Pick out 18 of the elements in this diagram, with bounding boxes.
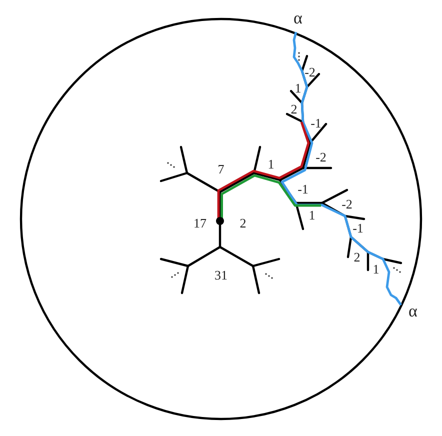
- number-label: 2: [290, 102, 298, 116]
- number-label: 17: [194, 216, 206, 230]
- number-label: -2: [316, 150, 326, 164]
- number-label: -1: [310, 116, 322, 130]
- endpoint-label: α: [408, 302, 418, 320]
- number-label: 2: [354, 250, 360, 264]
- number-label: 1: [294, 82, 302, 94]
- number-label: 7: [218, 162, 224, 176]
- number-label: -2: [342, 198, 352, 210]
- number-label: 1: [308, 208, 316, 222]
- number-label: -1: [352, 222, 364, 234]
- number-label: 1: [268, 158, 274, 170]
- number-label: -2: [304, 66, 316, 78]
- number-label: -1: [298, 182, 308, 196]
- number-label: 31: [214, 268, 228, 282]
- number-label: 2: [240, 216, 246, 230]
- number-label: 1: [372, 262, 380, 276]
- endpoint-label: α: [294, 10, 302, 26]
